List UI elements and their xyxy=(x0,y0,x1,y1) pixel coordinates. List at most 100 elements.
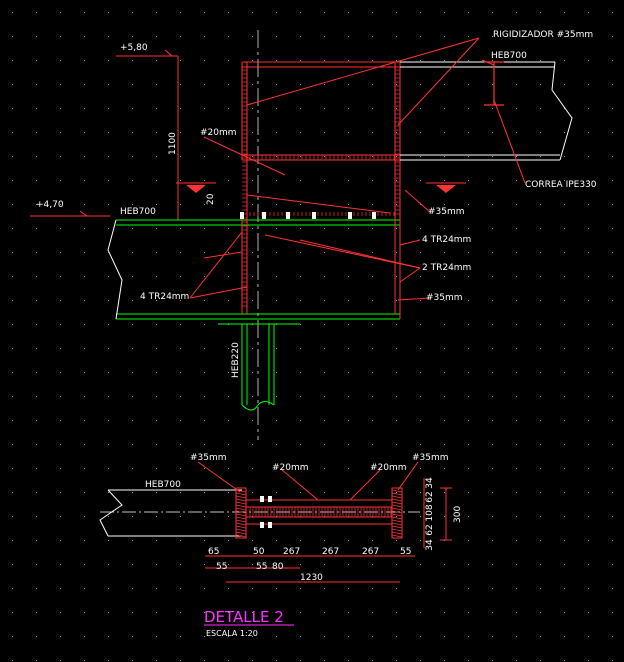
grid-dot xyxy=(348,588,349,589)
grid-dot xyxy=(180,468,181,469)
grid-dot xyxy=(204,564,205,565)
grid-dot xyxy=(492,468,493,469)
grid-dot xyxy=(12,396,13,397)
grid-dot xyxy=(156,276,157,277)
plan-hatch-tick xyxy=(235,513,247,517)
grid-dot xyxy=(324,132,325,133)
grid-dot xyxy=(348,300,349,301)
grid-dot xyxy=(468,660,469,661)
grid-dot xyxy=(252,180,253,181)
grid-dot xyxy=(588,564,589,565)
grid-dot xyxy=(276,132,277,133)
grid-dot xyxy=(612,636,613,637)
grid-dot xyxy=(276,444,277,445)
grid-dot xyxy=(540,372,541,373)
heb700-right-label: HEB700 xyxy=(491,51,527,61)
grid-dot xyxy=(540,156,541,157)
plan-right-dim: 34 xyxy=(425,539,435,551)
grid-dot xyxy=(252,60,253,61)
grid-dot xyxy=(84,180,85,181)
grid-dot xyxy=(84,228,85,229)
grid-dot xyxy=(492,588,493,589)
grid-dot xyxy=(108,564,109,565)
grid-dot xyxy=(492,36,493,37)
grid-dot xyxy=(84,132,85,133)
grid-dot xyxy=(108,60,109,61)
grid-dot xyxy=(156,660,157,661)
grid-dot xyxy=(372,372,373,373)
grid-dot xyxy=(444,324,445,325)
grid-dot xyxy=(420,156,421,157)
grid-dot xyxy=(564,132,565,133)
grid-dot xyxy=(444,492,445,493)
grid-dot xyxy=(12,612,13,613)
grid-dot xyxy=(372,540,373,541)
grid-dot xyxy=(612,468,613,469)
grid-dot xyxy=(252,636,253,637)
grid-dot xyxy=(180,444,181,445)
grid-dot xyxy=(492,492,493,493)
grid-dot xyxy=(156,396,157,397)
grid-dot xyxy=(564,324,565,325)
grid-dot xyxy=(228,252,229,253)
grid-dot xyxy=(60,156,61,157)
tr24-left-label: 4 TR24mm xyxy=(140,292,189,302)
grid-dot xyxy=(444,564,445,565)
grid-dot xyxy=(228,132,229,133)
grid-dot xyxy=(420,564,421,565)
grid-dot xyxy=(612,660,613,661)
grid-dot xyxy=(468,396,469,397)
grid-dot xyxy=(372,132,373,133)
grid-dot xyxy=(588,84,589,85)
grid-dot xyxy=(84,660,85,661)
grid-dot xyxy=(564,492,565,493)
plan-hatch-tick xyxy=(235,516,247,520)
grid-dot xyxy=(12,276,13,277)
grid-dot xyxy=(468,252,469,253)
grid-dot xyxy=(180,156,181,157)
grid-dot xyxy=(180,36,181,37)
grid-dot xyxy=(468,564,469,565)
plan-bottom-dim: 55 xyxy=(400,547,411,557)
grid-dot xyxy=(228,540,229,541)
grid-dot xyxy=(444,12,445,13)
grid-dot xyxy=(60,36,61,37)
grid-dot xyxy=(12,12,13,13)
grid-dot xyxy=(276,12,277,13)
grid-dot xyxy=(612,564,613,565)
stiffener-hatch xyxy=(242,69,400,307)
grid-dot xyxy=(180,396,181,397)
grid-dot xyxy=(444,156,445,157)
grid-dot xyxy=(516,180,517,181)
grid-dot xyxy=(588,36,589,37)
grid-dot xyxy=(468,492,469,493)
grid-dot xyxy=(444,468,445,469)
grid-dot xyxy=(612,12,613,13)
grid-dot xyxy=(324,444,325,445)
grid-dot xyxy=(132,228,133,229)
plan-35-left-label: #35mm xyxy=(190,453,227,463)
grid-dot xyxy=(396,612,397,613)
grid-dot xyxy=(372,204,373,205)
grid-dot xyxy=(588,276,589,277)
grid-dot xyxy=(372,228,373,229)
grid-dot xyxy=(348,372,349,373)
grid-dot xyxy=(36,108,37,109)
grid-dot xyxy=(276,372,277,373)
grid-dot xyxy=(420,396,421,397)
grid-dot xyxy=(540,228,541,229)
grid-dot xyxy=(540,468,541,469)
grid-dot xyxy=(84,300,85,301)
grid-dot xyxy=(564,612,565,613)
grid-dot xyxy=(228,108,229,109)
grid-dot xyxy=(348,156,349,157)
grid-dot xyxy=(36,444,37,445)
grid-dot xyxy=(108,324,109,325)
grid-dot xyxy=(204,180,205,181)
grid-dot xyxy=(564,228,565,229)
grid-dot xyxy=(372,444,373,445)
tr24-right-label: 4 TR24mm xyxy=(422,235,471,245)
plan-35-right-label: #35mm xyxy=(412,453,449,463)
bolt xyxy=(286,212,290,219)
plan-hatch-tick xyxy=(391,492,403,496)
